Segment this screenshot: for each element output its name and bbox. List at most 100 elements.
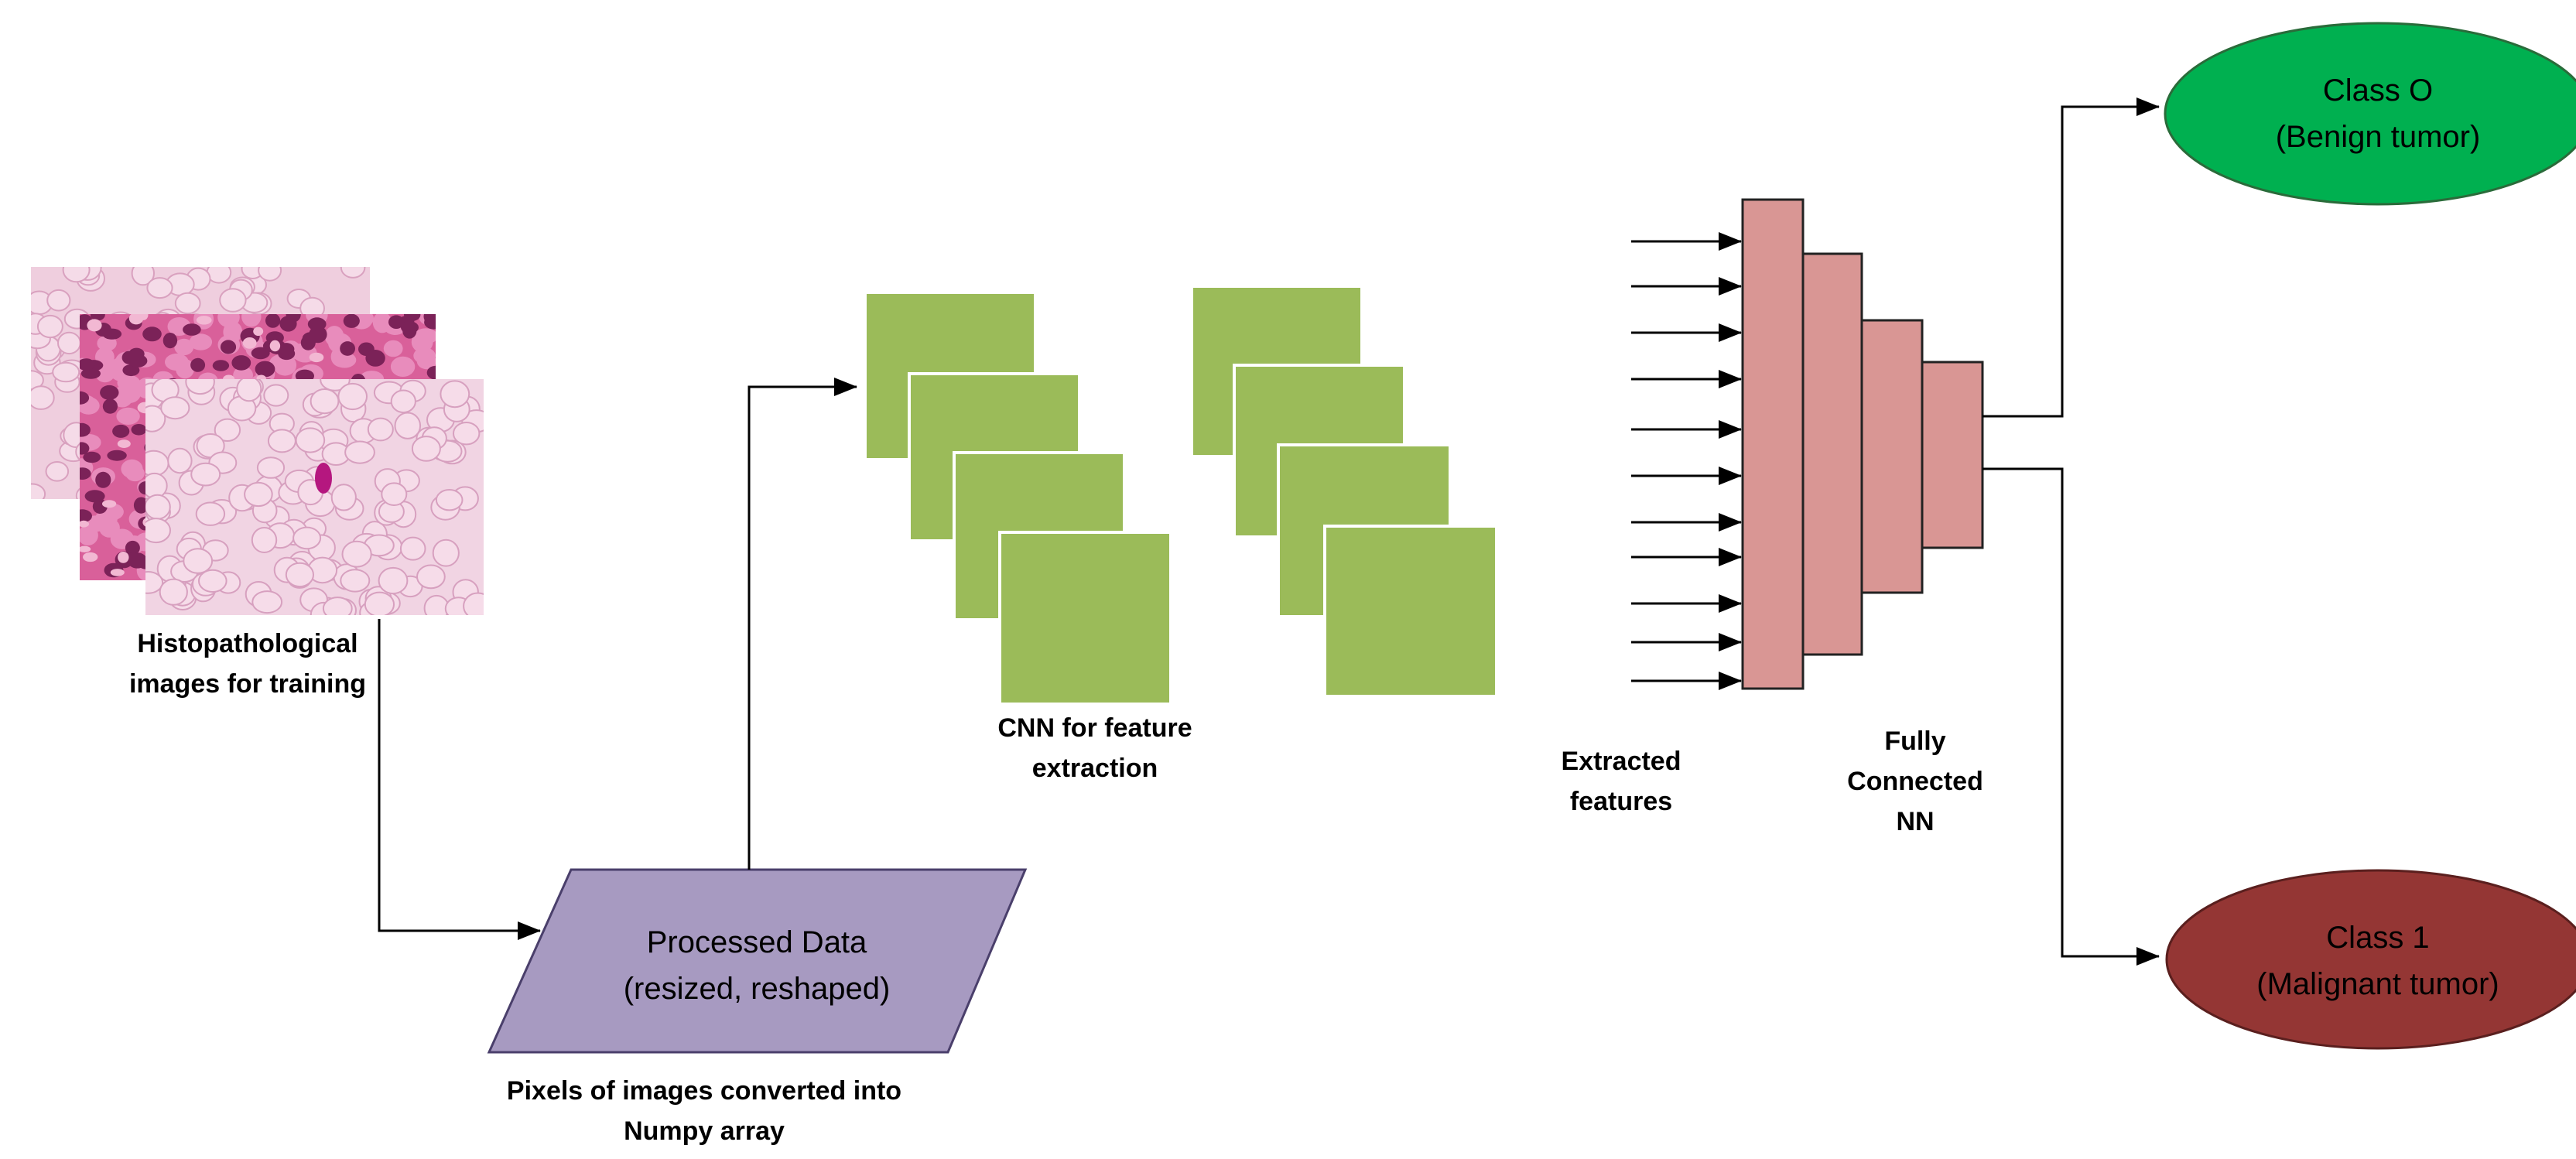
tissue-cell bbox=[118, 552, 129, 563]
tissue-cell bbox=[263, 384, 289, 407]
fc-layer-3 bbox=[1860, 319, 1924, 594]
cnn-caption: CNN for feature extraction bbox=[921, 708, 1269, 788]
feature-map bbox=[998, 531, 1172, 706]
tissue-cell bbox=[133, 497, 149, 514]
tissue-cell bbox=[253, 327, 264, 336]
cnn-caption-line1: CNN for feature bbox=[997, 713, 1192, 743]
tissue-cell bbox=[84, 490, 105, 503]
tissue-cell bbox=[128, 354, 148, 368]
tissue-cell bbox=[217, 314, 240, 328]
tissue-cell bbox=[236, 379, 262, 402]
processed-data-shape bbox=[487, 868, 1028, 1054]
cnn-stack-2 bbox=[1190, 285, 1498, 698]
tissue-cell bbox=[94, 511, 118, 527]
tissue-cell bbox=[411, 331, 433, 353]
tissue-cell bbox=[145, 518, 171, 544]
extracted-features-caption: Extracted features bbox=[1493, 741, 1749, 822]
class0-label-line1: Class O bbox=[2322, 74, 2434, 108]
tissue-cell bbox=[196, 316, 212, 325]
tissue-cell bbox=[378, 566, 409, 595]
tissue-cell bbox=[131, 267, 155, 286]
fc-layer-1 bbox=[1741, 198, 1805, 690]
arrow-images-to-processed bbox=[378, 619, 541, 940]
tissue-cell bbox=[46, 289, 71, 312]
tissue-cell bbox=[286, 314, 301, 323]
fully-connected-caption: Fully Connected NN bbox=[1787, 721, 2043, 842]
arrow-to-class0 bbox=[1982, 97, 2160, 418]
tissue-cell bbox=[162, 333, 178, 349]
tissue-cell bbox=[219, 288, 247, 313]
input-images-caption: Histopathological images for training bbox=[46, 624, 449, 704]
histology-image-front bbox=[145, 379, 484, 615]
tissue-cell bbox=[125, 552, 140, 567]
tissue-cell bbox=[174, 338, 194, 356]
arrow-to-class1 bbox=[1982, 467, 2160, 966]
tissue-cell bbox=[95, 471, 111, 488]
tissue-cell bbox=[214, 418, 241, 442]
tissue-cell bbox=[52, 361, 80, 383]
tissue-cell bbox=[125, 465, 145, 482]
tissue-cell bbox=[231, 355, 251, 371]
tissue-cell bbox=[57, 331, 81, 355]
tissue-cell bbox=[90, 314, 105, 321]
tissue-cell bbox=[122, 364, 140, 377]
processed-data-caption: Pixels of images converted into Numpy ar… bbox=[426, 1071, 983, 1151]
tissue-cell bbox=[330, 484, 357, 511]
tissue-cell bbox=[324, 326, 344, 347]
tissue-cell bbox=[190, 462, 221, 487]
tissue-cell bbox=[258, 267, 282, 282]
tissue-cell bbox=[399, 536, 426, 561]
tissue-cell bbox=[309, 352, 324, 363]
tissue-cell bbox=[183, 548, 214, 574]
tissue-cell bbox=[117, 439, 131, 448]
tissue-cell bbox=[381, 482, 408, 507]
tissue-cell bbox=[80, 509, 92, 523]
processed-data-label: Processed Data (resized, reshaped) bbox=[563, 919, 950, 1012]
tissue-cell bbox=[416, 564, 446, 590]
tissue-cell bbox=[80, 525, 98, 545]
tissue-cell bbox=[131, 424, 147, 436]
tissue-cell bbox=[267, 429, 296, 453]
tissue-cell bbox=[107, 450, 127, 461]
feature-map bbox=[1323, 525, 1498, 698]
tissue-cell bbox=[102, 398, 118, 414]
tissue-cell bbox=[251, 527, 278, 553]
tissue-cell bbox=[343, 314, 360, 328]
tissue-image bbox=[145, 379, 484, 615]
tissue-cell bbox=[80, 467, 91, 480]
tissue-cell bbox=[372, 314, 392, 333]
tissue-cell bbox=[432, 538, 460, 567]
tissue-cell bbox=[190, 357, 206, 372]
tissue-cell bbox=[80, 391, 90, 405]
tissue-cell bbox=[322, 597, 353, 615]
tissue-cell bbox=[426, 366, 436, 380]
tissue-cell bbox=[146, 277, 173, 299]
tissue-cell bbox=[401, 321, 419, 334]
tissue-cell bbox=[174, 292, 201, 315]
tissue-cell bbox=[183, 323, 201, 336]
tissue-cell bbox=[337, 382, 368, 411]
tissue-cell bbox=[423, 314, 436, 324]
input-images-caption-line2: images for training bbox=[128, 669, 367, 699]
tissue-cell bbox=[344, 440, 375, 464]
tissue-cell bbox=[255, 361, 275, 378]
tissue-cell bbox=[440, 380, 470, 409]
tissue-cell bbox=[394, 412, 422, 439]
class1-label-line1: Class 1 bbox=[2326, 921, 2430, 955]
tissue-cell bbox=[167, 447, 193, 474]
tissue-cell bbox=[80, 520, 89, 528]
class1-label: Class 1 (Malignant tumor) bbox=[2184, 915, 2571, 1007]
processed-data-caption-line1: Pixels of images converted into bbox=[506, 1076, 902, 1106]
tissue-cell bbox=[364, 591, 395, 615]
processed-data-title: Processed Data bbox=[646, 925, 867, 959]
tissue-cell bbox=[295, 427, 326, 453]
tissue-cell bbox=[160, 396, 190, 420]
tissue-cell bbox=[333, 352, 357, 368]
processed-data-caption-line2: Numpy array bbox=[624, 1116, 785, 1146]
tissue-cell bbox=[341, 540, 372, 568]
tissue-cell bbox=[83, 451, 101, 463]
tissue-cell bbox=[165, 353, 189, 371]
tissue-cell bbox=[453, 422, 481, 446]
tissue-cell bbox=[80, 442, 90, 455]
